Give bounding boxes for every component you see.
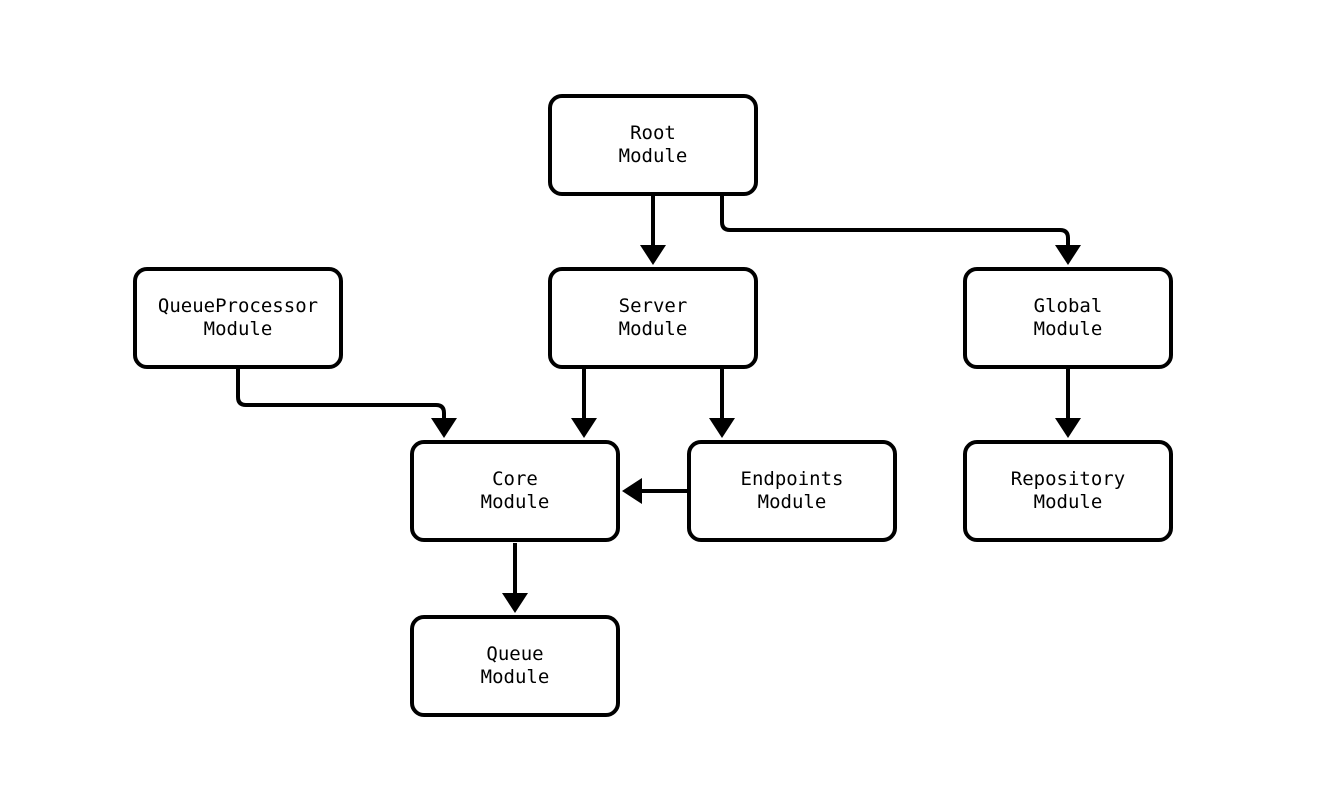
node-label-secondary: Module xyxy=(1033,491,1103,513)
node-label-primary: Queue xyxy=(486,643,544,665)
arrowhead-endpoints-to-core xyxy=(622,478,642,504)
arrowhead-server-to-endpoints xyxy=(709,418,735,438)
arrowhead-root-to-global xyxy=(1055,245,1081,265)
node-label-primary: Endpoints xyxy=(740,468,844,490)
node-label-secondary: Module xyxy=(480,491,550,513)
node-label-primary: Repository xyxy=(1010,468,1126,490)
arrowhead-global-to-repository xyxy=(1055,418,1081,438)
node-label-primary: Global xyxy=(1033,295,1103,317)
node-label-primary: Server xyxy=(618,295,688,317)
node-label-secondary: Module xyxy=(480,666,550,688)
arrowhead-root-to-server xyxy=(640,245,666,265)
node-label-secondary: Module xyxy=(757,491,827,513)
arrowhead-queueprocessor-to-core xyxy=(431,418,457,438)
node-label-primary: Root xyxy=(630,122,676,144)
node-label-secondary: Module xyxy=(618,318,688,340)
arrowhead-server-to-core xyxy=(571,418,597,438)
node-label-secondary: Module xyxy=(1033,318,1103,340)
edge-root-to-global xyxy=(720,196,1070,248)
node-label-secondary: Module xyxy=(618,145,688,167)
arrowhead-core-to-queue xyxy=(502,593,528,613)
node-label-primary: QueueProcessor xyxy=(157,295,319,317)
edge-queueprocessor-to-core xyxy=(236,369,446,421)
node-label-secondary: Module xyxy=(203,318,273,340)
node-label-primary: Core xyxy=(492,468,538,490)
